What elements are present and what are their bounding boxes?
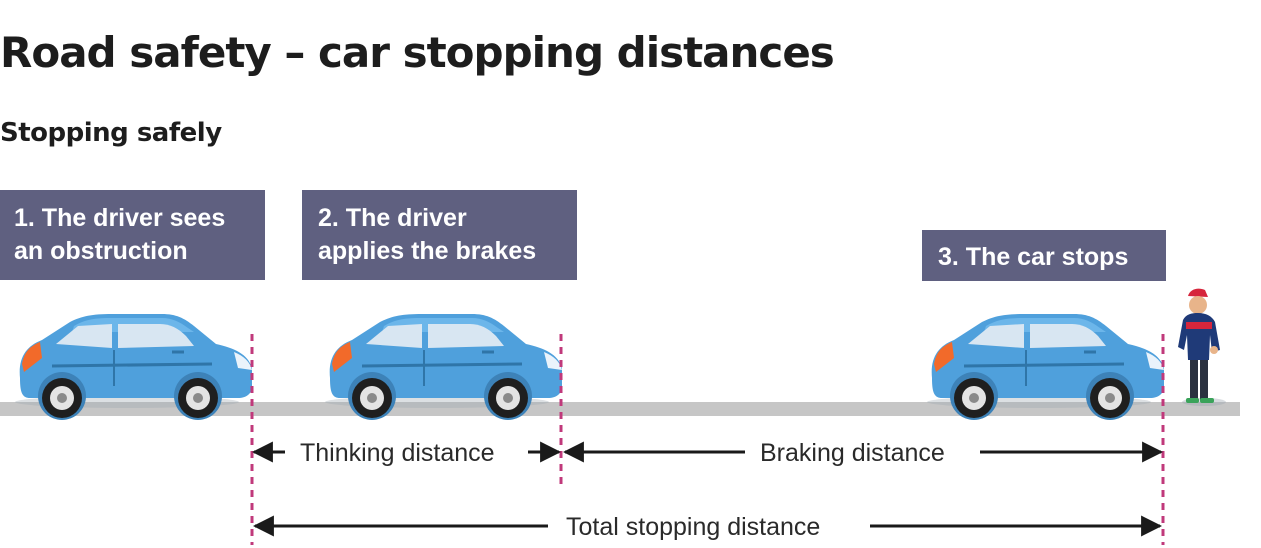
step-2-line-1: 2. The driver bbox=[318, 204, 467, 232]
car-3-icon bbox=[925, 312, 1166, 422]
section-subtitle: Stopping safely bbox=[0, 118, 222, 148]
thinking-distance-label: Thinking distance bbox=[300, 439, 495, 467]
car-1-icon bbox=[13, 312, 254, 422]
thinking-distance: Thinking distance bbox=[251, 439, 562, 467]
step-3-line-1: 3. The car stops bbox=[938, 243, 1128, 271]
step-2-line-2: applies the brakes bbox=[318, 237, 536, 265]
total-stopping-distance: Total stopping distance bbox=[252, 513, 1163, 541]
braking-distance: Braking distance bbox=[562, 439, 1164, 467]
total-stopping-distance-label: Total stopping distance bbox=[566, 513, 820, 541]
road bbox=[0, 402, 1240, 416]
page-title: Road safety – car stopping distances bbox=[0, 28, 835, 77]
car-2-icon bbox=[323, 312, 564, 422]
pedestrian-icon bbox=[1178, 288, 1226, 406]
step-label-2: 2. The driver applies the brakes bbox=[302, 190, 577, 280]
braking-distance-label: Braking distance bbox=[760, 439, 945, 467]
step-1-line-1: 1. The driver sees bbox=[14, 204, 225, 232]
step-1-line-2: an obstruction bbox=[14, 237, 188, 265]
step-label-3: 3. The car stops bbox=[922, 230, 1166, 281]
step-label-1: 1. The driver sees an obstruction bbox=[0, 190, 265, 280]
